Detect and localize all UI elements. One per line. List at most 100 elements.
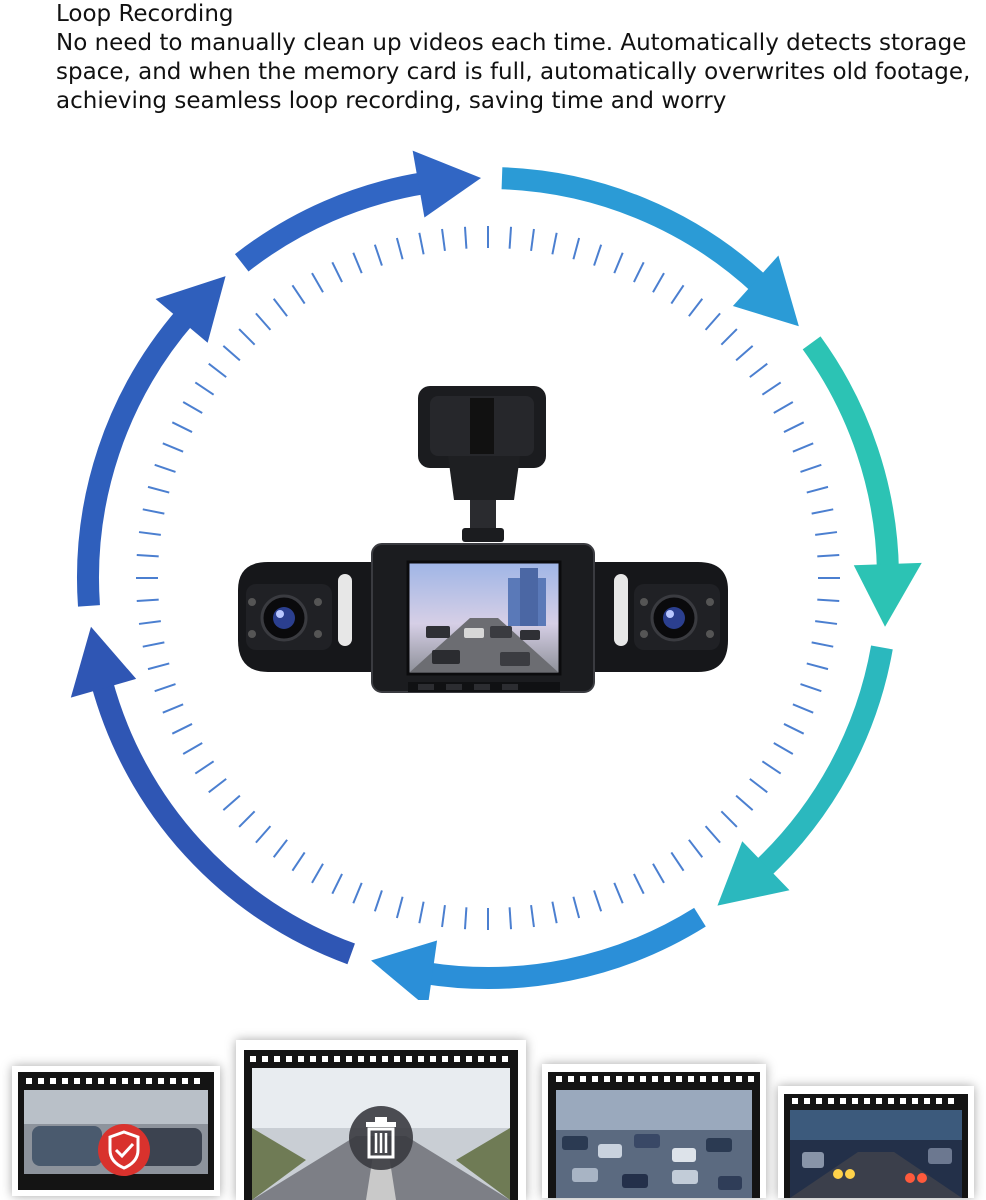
tick-mark: [508, 226, 513, 249]
tick-mark: [395, 237, 404, 260]
tick-mark: [154, 683, 176, 693]
tick-mark: [182, 742, 203, 755]
tick-mark: [530, 905, 535, 928]
tick-mark: [800, 463, 822, 473]
loop-arrowhead: [853, 562, 922, 627]
tick-mark: [208, 778, 227, 794]
page-description: No need to manually clean up videos each…: [56, 30, 971, 114]
tick-mark: [222, 794, 241, 811]
tick-mark: [551, 901, 558, 924]
tick-mark: [572, 237, 581, 260]
tick-ring: [136, 226, 840, 930]
film-perforations: [792, 1098, 954, 1104]
trash-icon: [349, 1106, 413, 1170]
tick-mark: [811, 508, 834, 515]
tick-mark: [792, 703, 814, 714]
loop-arrowhead: [732, 255, 799, 327]
tick-mark: [272, 298, 288, 317]
tick-mark: [418, 232, 425, 255]
tick-mark: [704, 825, 721, 844]
film-frame-traffic: [542, 1064, 766, 1198]
tick-mark: [783, 723, 805, 735]
tick-mark: [720, 328, 738, 346]
tick-mark: [194, 760, 215, 775]
tick-mark: [255, 825, 272, 844]
tick-mark: [815, 620, 838, 625]
page-title: Loop Recording: [56, 1, 234, 27]
tick-mark: [222, 345, 241, 362]
tick-mark: [761, 381, 782, 396]
tick-mark: [817, 553, 840, 558]
tick-mark: [688, 298, 704, 317]
tick-mark: [800, 683, 822, 693]
tick-mark: [633, 873, 645, 895]
tick-mark: [395, 896, 404, 919]
tick-mark: [792, 442, 814, 453]
tick-mark: [142, 508, 165, 515]
tick-mark: [171, 421, 193, 433]
tick-mark: [255, 312, 272, 331]
tick-mark: [418, 901, 425, 924]
tick-mark: [551, 232, 558, 255]
tick-mark: [811, 641, 834, 648]
tick-mark: [761, 760, 782, 775]
tick-mark: [688, 839, 704, 858]
tick-mark: [291, 851, 306, 872]
tick-mark: [162, 442, 184, 453]
tick-mark: [238, 328, 256, 346]
tick-mark: [633, 261, 645, 283]
tick-mark: [593, 244, 603, 266]
tick-mark: [154, 463, 176, 473]
tick-mark: [136, 598, 159, 603]
film-perforations: [250, 1056, 508, 1062]
tick-mark: [463, 907, 468, 930]
tick-mark: [593, 890, 603, 912]
tick-mark: [441, 905, 446, 928]
tick-mark: [773, 742, 794, 755]
header: Loop Recording No need to manually clean…: [56, 0, 976, 116]
loop-arrowhead: [371, 940, 438, 1000]
tick-mark: [162, 703, 184, 714]
film-perforations: [556, 1076, 754, 1082]
film-frame-protected: [12, 1066, 220, 1196]
tick-mark: [138, 531, 161, 536]
tick-mark: [735, 794, 754, 811]
tick-mark: [238, 810, 256, 828]
tick-mark: [613, 252, 624, 274]
tick-mark: [208, 362, 227, 378]
film-frame-deleted: [236, 1040, 526, 1200]
tick-mark: [815, 531, 838, 536]
loop-arrow-segment: [501, 167, 769, 294]
tick-mark: [806, 485, 829, 494]
tick-mark: [572, 896, 581, 919]
tick-mark: [272, 839, 288, 858]
tick-mark: [373, 244, 383, 266]
tick-mark: [749, 362, 768, 378]
loop-recording-illustration: [70, 150, 922, 1000]
tick-mark: [142, 641, 165, 648]
tick-mark: [147, 662, 170, 671]
tick-mark: [147, 485, 170, 494]
loop-arrowhead: [70, 626, 137, 698]
loop-arrow-segment: [423, 907, 706, 989]
dashcam-icon: [238, 386, 728, 693]
tick-mark: [136, 553, 159, 558]
tick-mark: [749, 778, 768, 794]
tick-mark: [530, 228, 535, 251]
tick-mark: [508, 907, 513, 930]
film-perforations: [26, 1078, 200, 1084]
tick-mark: [138, 620, 161, 625]
tick-mark: [441, 228, 446, 251]
tick-mark: [670, 851, 685, 872]
loop-arrows: [70, 150, 922, 1000]
tick-mark: [704, 312, 721, 331]
tick-mark: [652, 863, 665, 884]
tick-mark: [194, 381, 215, 396]
loop-arrow-segment: [753, 645, 893, 879]
tick-mark: [463, 226, 468, 249]
tick-mark: [331, 261, 343, 283]
tick-mark: [806, 662, 829, 671]
loop-arrowhead: [717, 841, 790, 906]
tick-mark: [352, 252, 363, 274]
tick-mark: [311, 272, 324, 293]
